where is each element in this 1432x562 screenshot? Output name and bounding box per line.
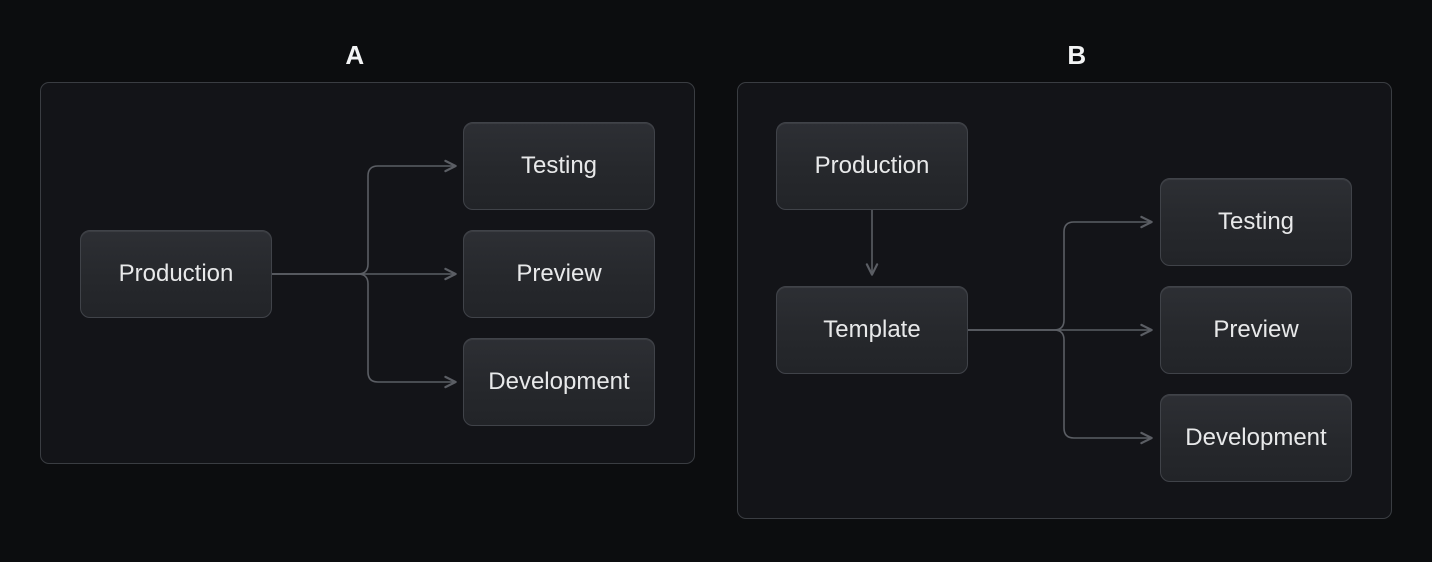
- edge-b-template-development: [968, 329, 1153, 445]
- node-preview-b: Preview: [1160, 286, 1352, 374]
- edge-a-production-testing: [272, 159, 457, 275]
- panel-b-label: B: [1067, 40, 1087, 70]
- edge-b-template-testing: [968, 215, 1153, 331]
- node-production-a: Production: [80, 230, 272, 318]
- node-preview-a: Preview: [463, 230, 655, 318]
- node-production-b: Production: [776, 122, 968, 210]
- node-development-a: Development: [463, 338, 655, 426]
- node-testing-b: Testing: [1160, 178, 1352, 266]
- node-testing-a: Testing: [463, 122, 655, 210]
- node-template-b: Template: [776, 286, 968, 374]
- panel-a-label: A: [345, 40, 365, 70]
- edge-a-production-development: [272, 273, 457, 389]
- node-development-b: Development: [1160, 394, 1352, 482]
